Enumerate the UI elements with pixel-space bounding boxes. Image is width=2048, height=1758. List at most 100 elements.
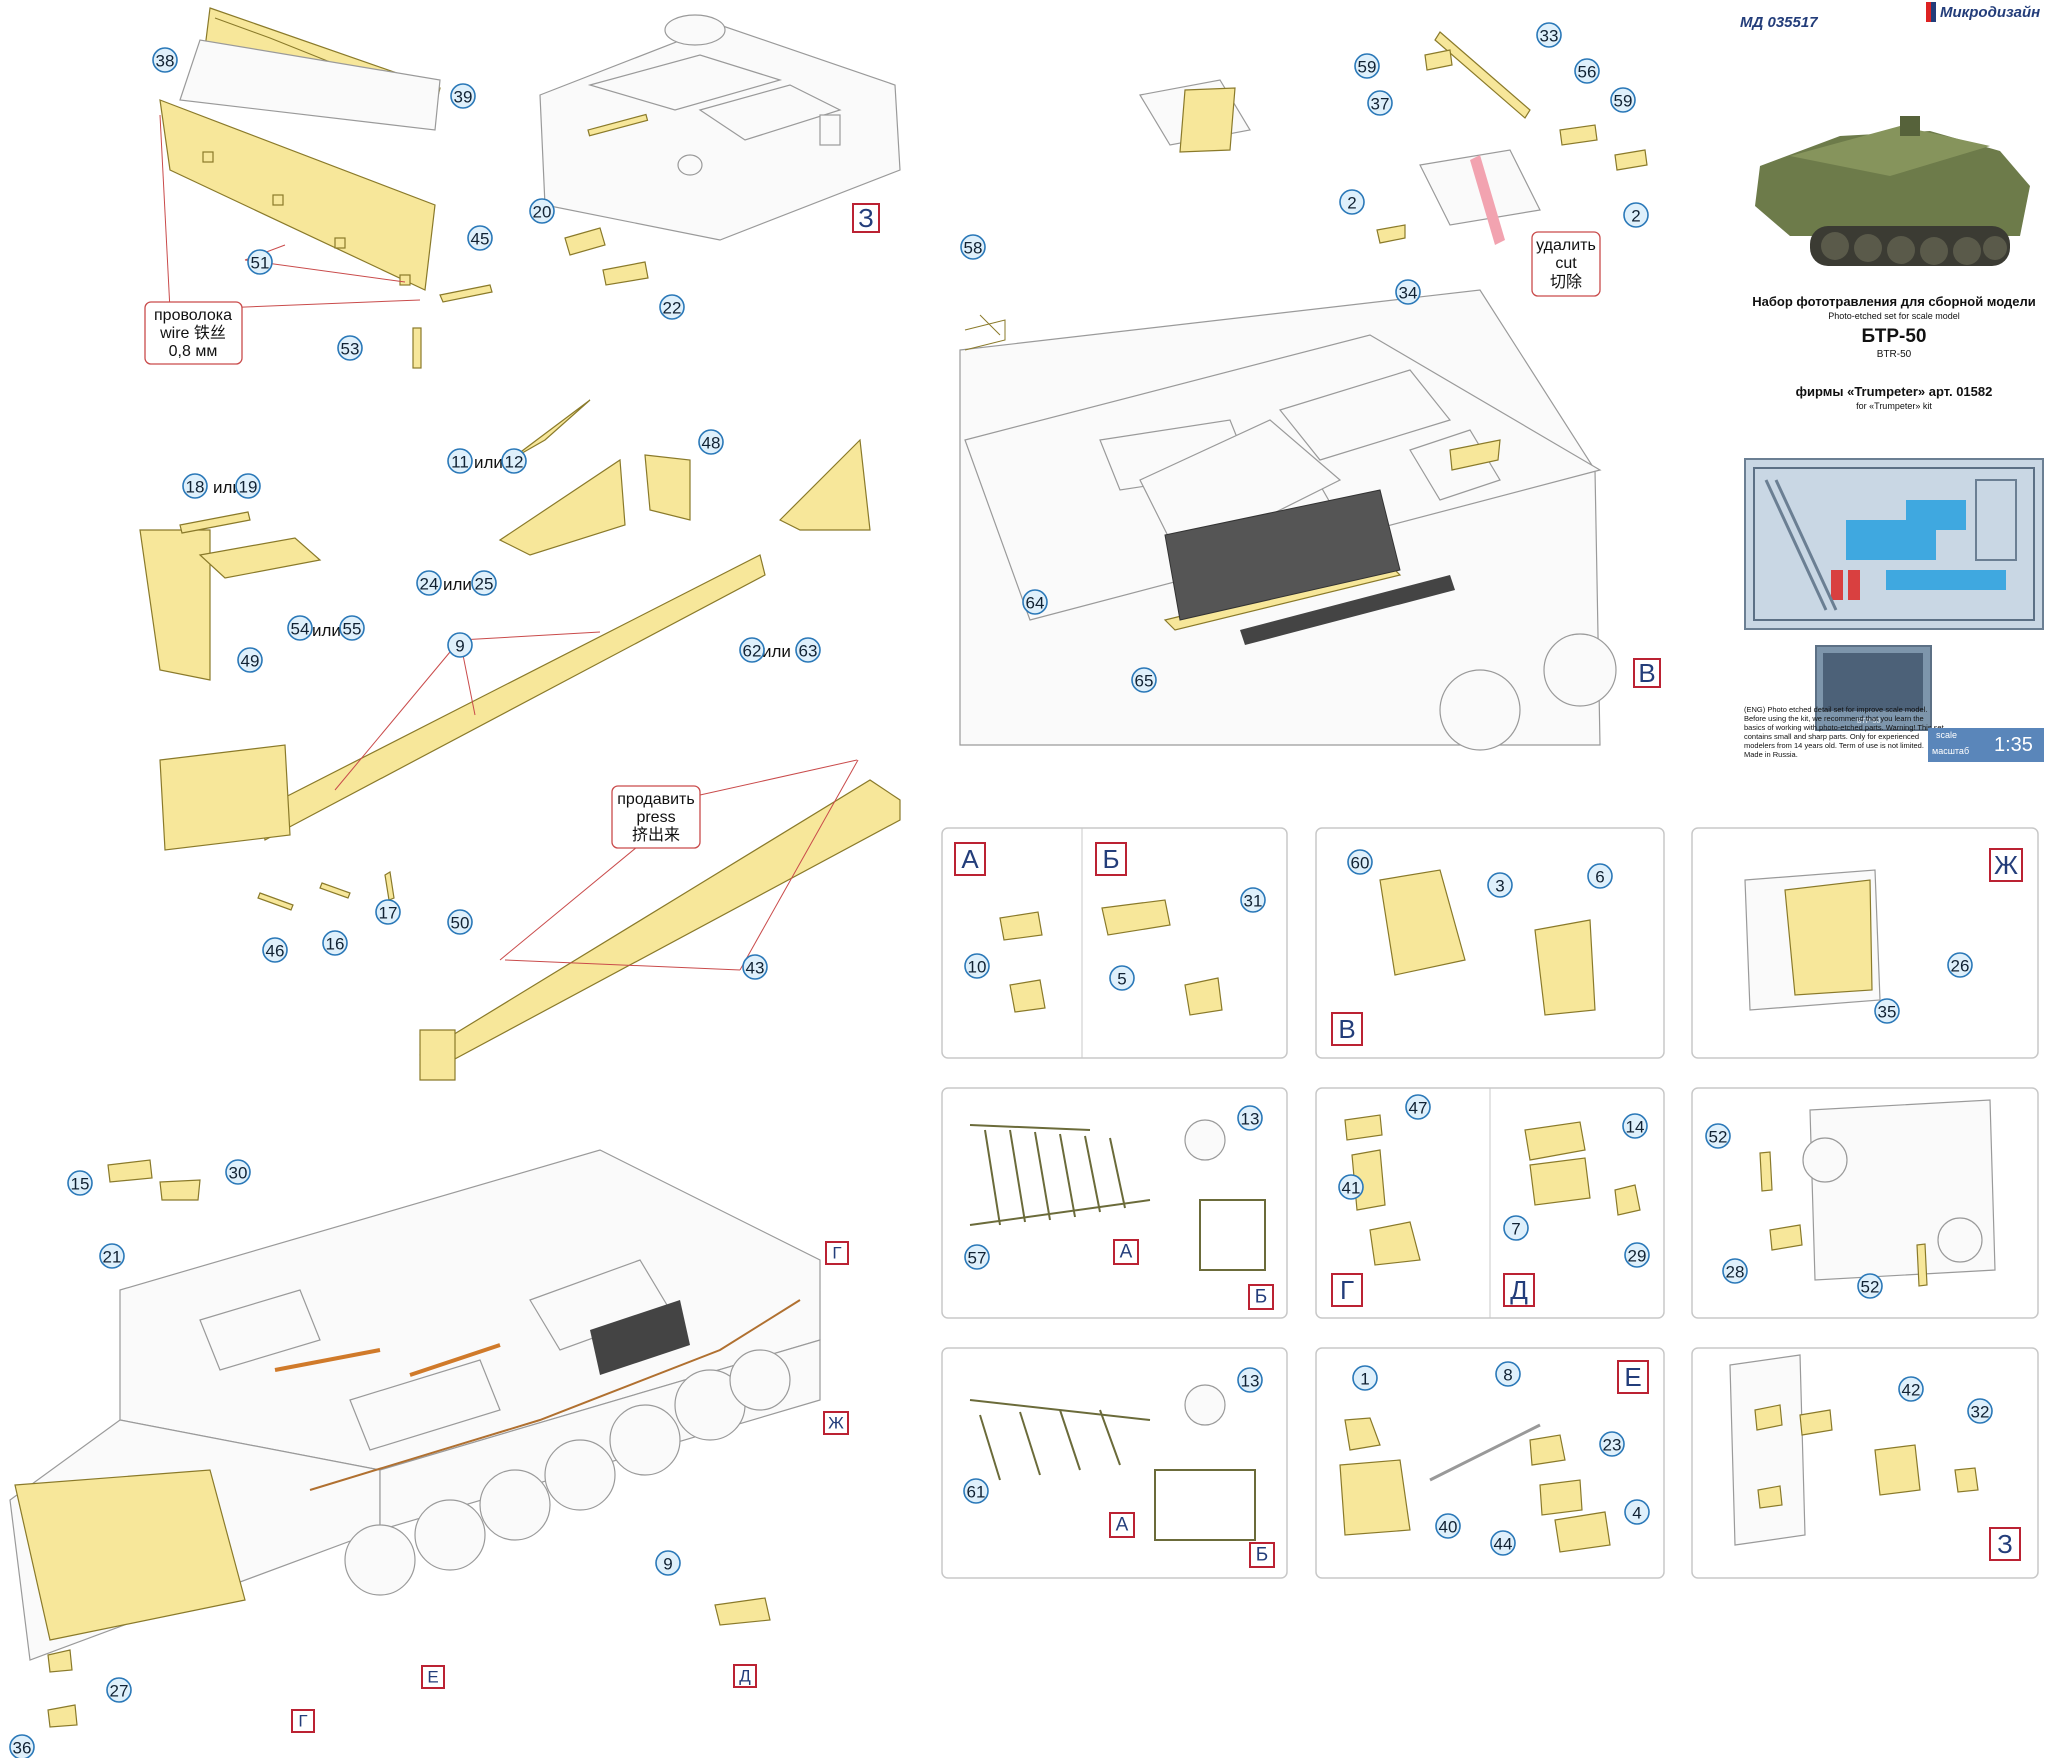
svg-text:А: А <box>961 844 979 874</box>
svg-text:51: 51 <box>251 254 270 273</box>
callout-57: 57 <box>964 1244 990 1270</box>
bracket-51 <box>202 151 214 163</box>
grille-65 <box>1240 575 1455 645</box>
bracket-37 <box>1424 49 1453 71</box>
svg-text:42: 42 <box>1902 1381 1921 1400</box>
callout-58: 58 <box>960 234 986 260</box>
svg-text:44: 44 <box>1494 1535 1513 1554</box>
mudflap-49-installed <box>159 744 291 851</box>
scale-label-ru: масштаб <box>1932 746 1970 756</box>
box-label-V-panel: В <box>1331 1012 1363 1046</box>
product-code: МД 035517 <box>1740 14 1818 31</box>
warning-text: (ENG) Photo etched detail set for improv… <box>1744 705 1944 759</box>
svg-text:20: 20 <box>533 203 552 222</box>
svg-text:58: 58 <box>964 239 983 258</box>
callout-24: 24 <box>416 570 442 596</box>
hull-deck-group <box>959 31 1648 751</box>
scale-value: 1:35 <box>1994 734 2033 756</box>
callout-38: 38 <box>152 47 178 73</box>
or-24-25: или <box>443 575 472 594</box>
svg-text:48: 48 <box>702 434 721 453</box>
svg-text:54: 54 <box>291 620 310 639</box>
callout-60: 60 <box>1347 849 1373 875</box>
svg-text:10: 10 <box>968 958 987 977</box>
svg-text:6: 6 <box>1595 868 1604 887</box>
callout-17: 17 <box>375 899 401 925</box>
scale-label-en: scale <box>1936 730 1958 740</box>
note-cut-line2: cut <box>1555 255 1577 272</box>
bracket-59 <box>1559 124 1598 146</box>
svg-text:26: 26 <box>1951 957 1970 976</box>
front-plate <box>14 1469 246 1641</box>
svg-text:Д: Д <box>1510 1275 1528 1305</box>
callout-15: 15 <box>67 1170 93 1196</box>
svg-text:Г: Г <box>1340 1275 1354 1305</box>
box-label-B-57: Б <box>1248 1284 1274 1310</box>
callout-7: 7 <box>1503 1215 1529 1241</box>
callout-29: 29 <box>1624 1242 1650 1268</box>
svg-text:22: 22 <box>663 299 682 318</box>
callout-48: 48 <box>698 429 724 455</box>
svg-text:А: А <box>1116 1515 1129 1536</box>
svg-text:Е: Е <box>427 1668 438 1687</box>
svg-text:32: 32 <box>1971 1403 1990 1422</box>
svg-text:Е: Е <box>1624 1362 1641 1392</box>
callout-11: 11 <box>447 448 473 474</box>
callout-59-alt1: 59 <box>1610 87 1636 113</box>
svg-text:2: 2 <box>1631 207 1640 226</box>
callout-34: 34 <box>1395 279 1421 305</box>
kit-ref-en: for «Trumpeter» kit <box>1856 401 1932 411</box>
callout-9: 9 <box>447 632 473 658</box>
callout-9-alt0: 9 <box>655 1550 681 1576</box>
svg-text:31: 31 <box>1244 892 1263 911</box>
side-fender-group <box>139 399 901 1081</box>
or-54-55: или <box>312 621 341 640</box>
svg-text:Б: Б <box>1102 844 1119 874</box>
box-label-B-panel: Б <box>1095 842 1127 876</box>
callout-61: 61 <box>963 1478 989 1504</box>
svg-text:35: 35 <box>1878 1003 1897 1022</box>
svg-text:47: 47 <box>1409 1099 1428 1118</box>
callout-30: 30 <box>225 1159 251 1185</box>
vehicle-photo <box>1755 116 2030 266</box>
part-Д <box>714 1597 771 1626</box>
callout-27: 27 <box>106 1677 132 1703</box>
callout-46: 46 <box>262 937 288 963</box>
svg-text:15: 15 <box>71 1175 90 1194</box>
svg-text:13: 13 <box>1241 1372 1260 1391</box>
callout-62: 62 <box>739 637 765 663</box>
svg-text:21: 21 <box>103 1248 122 1267</box>
callout-1: 1 <box>1352 1365 1378 1391</box>
or-18-19: или <box>213 478 242 497</box>
note-press-line2: press <box>636 809 675 826</box>
note-press: продавить press 挤出来 <box>611 785 701 849</box>
note-wire-line1: проволока <box>154 307 232 324</box>
callout-47: 47 <box>1405 1094 1431 1120</box>
rear-hull-group <box>539 14 901 286</box>
part-22 <box>602 261 649 286</box>
callout-49: 49 <box>237 647 263 673</box>
strip-46 <box>257 892 294 911</box>
svg-text:40: 40 <box>1439 1518 1458 1537</box>
part-15 <box>107 1159 153 1183</box>
svg-text:З: З <box>1997 1529 2013 1559</box>
svg-text:38: 38 <box>156 52 175 71</box>
svg-text:БТР-50: БТР-50 <box>1857 718 1880 725</box>
strap-33-56 <box>1434 31 1531 119</box>
svg-text:25: 25 <box>475 575 494 594</box>
svg-text:45: 45 <box>471 230 490 249</box>
callout-41: 41 <box>1338 1174 1364 1200</box>
svg-text:61: 61 <box>967 1483 986 1502</box>
note-cut-line1: удалить <box>1536 237 1596 254</box>
svg-text:Б: Б <box>1256 1545 1268 1566</box>
svg-text:13: 13 <box>1241 1110 1260 1129</box>
svg-text:53: 53 <box>341 340 360 359</box>
callout-4: 4 <box>1624 1499 1650 1525</box>
callout-33: 33 <box>1536 22 1562 48</box>
svg-text:12: 12 <box>505 453 524 472</box>
svg-text:19: 19 <box>239 478 258 497</box>
bracket-11-12 <box>509 399 591 461</box>
callout-52: 52 <box>1705 1123 1731 1149</box>
svg-text:56: 56 <box>1578 63 1597 82</box>
